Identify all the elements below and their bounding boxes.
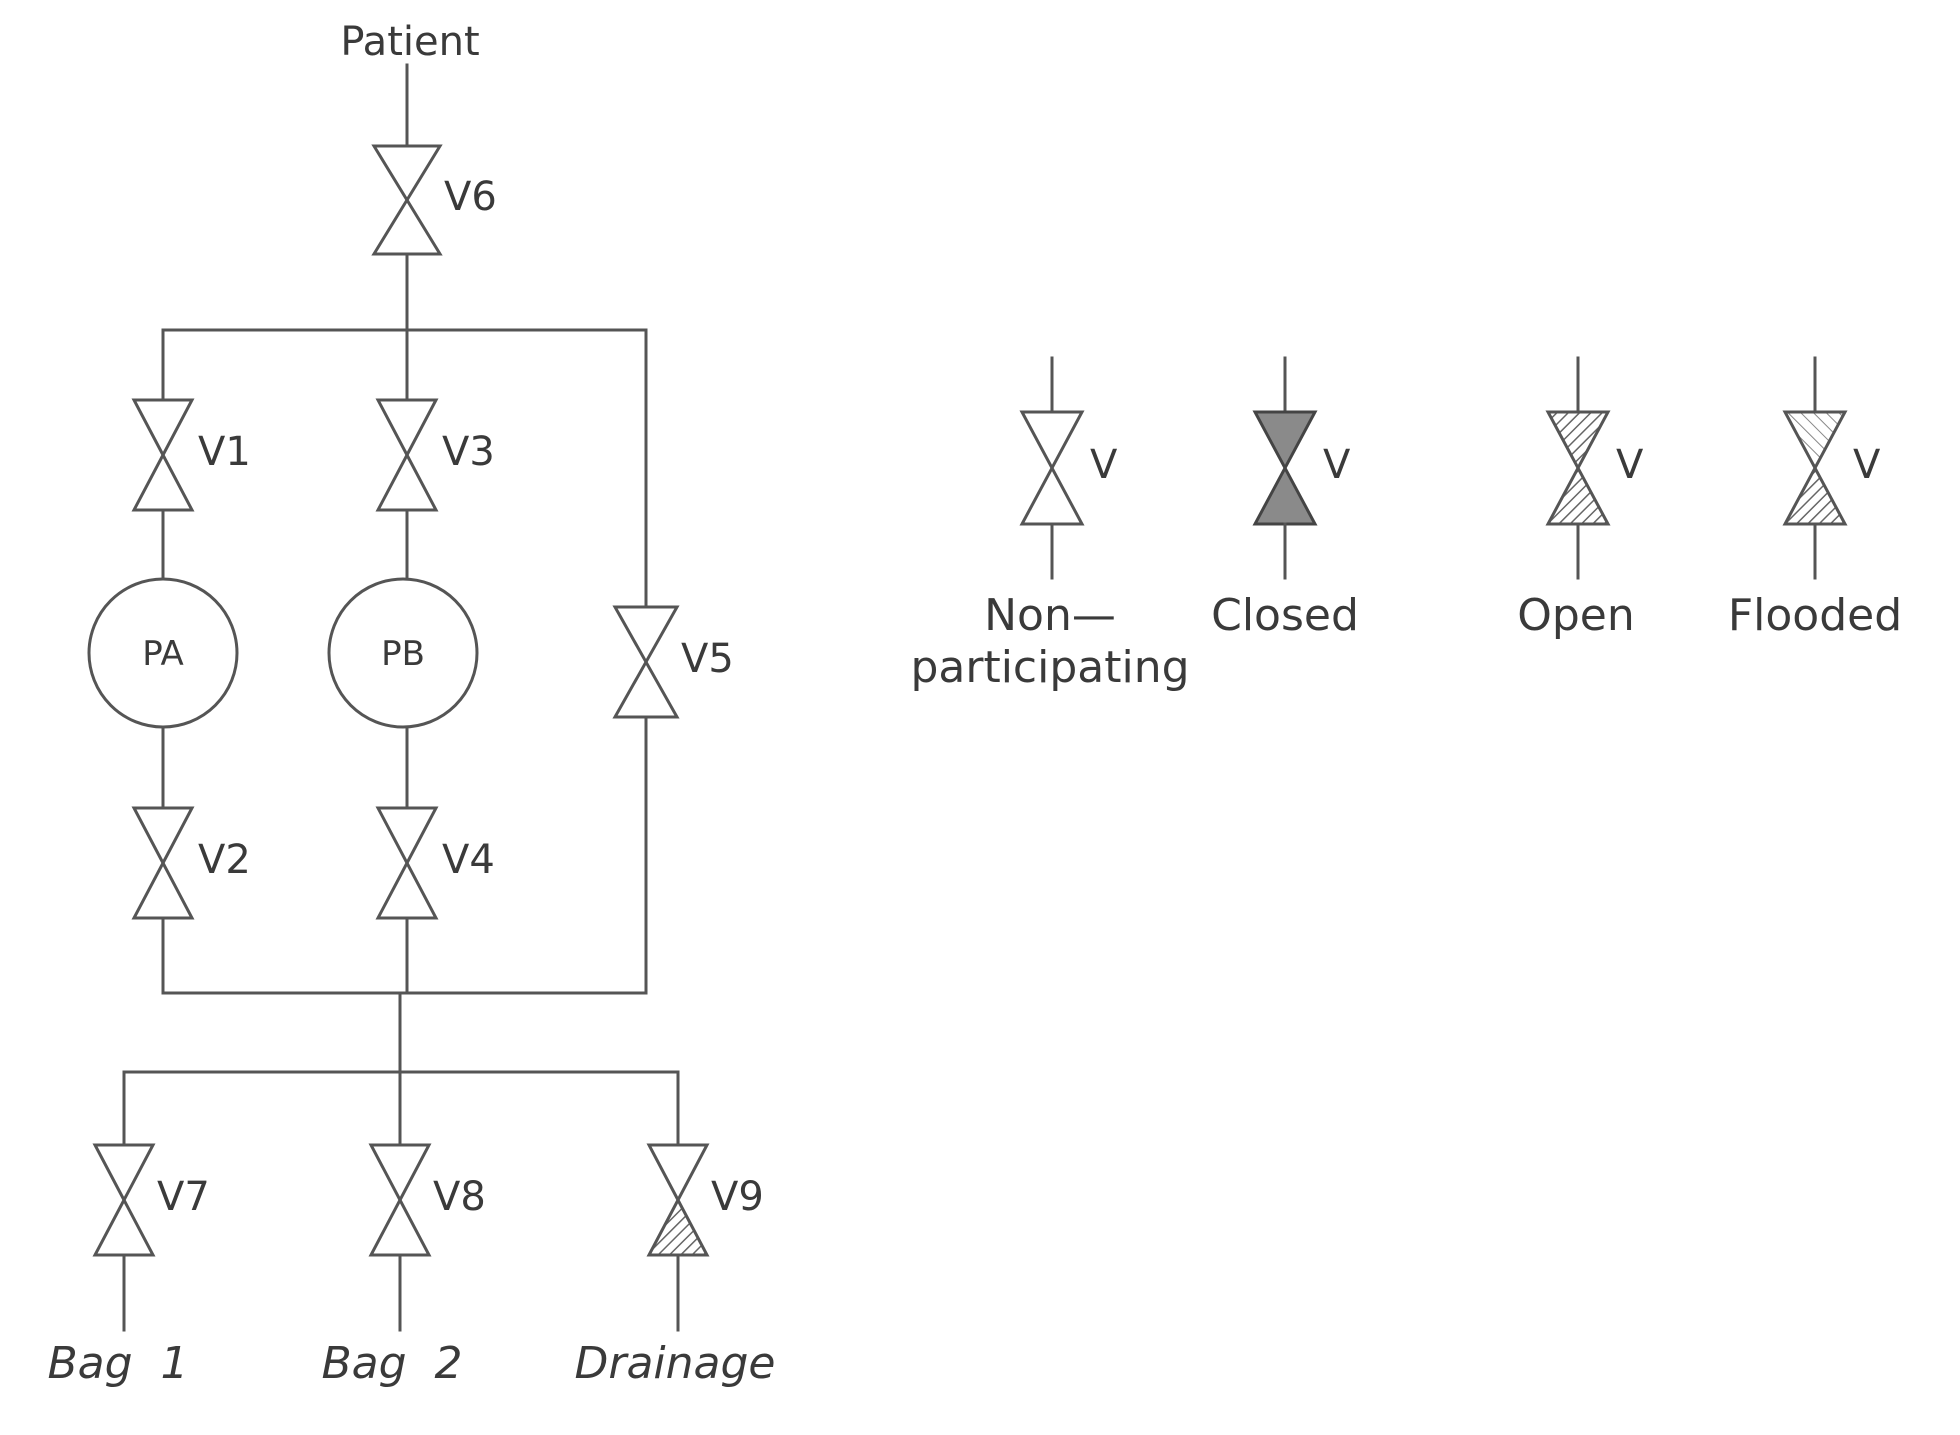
- valve-v9-label: V9: [711, 1174, 764, 1220]
- legend-non-participating-valve-label: V: [1090, 442, 1118, 488]
- legend-non-participating-label-1: Non—: [984, 590, 1116, 641]
- valve-v4-label: V4: [442, 837, 495, 883]
- valve-v5-label: V5: [681, 636, 734, 682]
- legend-flooded-label: Flooded: [1728, 590, 1902, 641]
- valve-v4: [378, 808, 436, 918]
- valve-v6-label: V6: [444, 174, 497, 220]
- valve-v8: [371, 1145, 429, 1255]
- valve-v7-label: V7: [157, 1174, 210, 1220]
- valve-v2: [134, 808, 192, 918]
- valve-v6: [374, 146, 440, 254]
- bag1-label: Bag 1: [47, 1338, 188, 1389]
- valve-v5: [615, 607, 677, 717]
- valve-v2-label: V2: [198, 837, 251, 883]
- valve-v7: [95, 1145, 153, 1255]
- legend-closed: V Closed: [1211, 358, 1359, 641]
- drainage-label: Drainage: [574, 1338, 775, 1389]
- valve-v9: [649, 1145, 707, 1255]
- legend-non-participating-label-2: participating: [910, 642, 1189, 693]
- legend-flooded-valve-label: V: [1853, 442, 1881, 488]
- legend-open: V Open: [1517, 358, 1644, 641]
- valve-v3-label: V3: [442, 429, 495, 475]
- legend-flooded: V Flooded: [1728, 358, 1902, 641]
- valve-v3: [378, 400, 436, 510]
- legend: V Non— participating V Closed V Open: [910, 358, 1902, 693]
- legend-open-label: Open: [1517, 590, 1635, 641]
- pump-pb: PB: [329, 579, 477, 727]
- pump-pa: PA: [89, 579, 237, 727]
- valve-v1-label: V1: [198, 429, 251, 475]
- pump-pb-label: PB: [381, 634, 425, 674]
- valve-v1: [134, 400, 192, 510]
- pump-pa-label: PA: [142, 634, 184, 674]
- patient-label: Patient: [340, 19, 479, 65]
- legend-non-participating: V Non— participating: [910, 358, 1189, 693]
- legend-closed-valve-label: V: [1323, 442, 1351, 488]
- bag2-label: Bag 2: [321, 1338, 462, 1389]
- valve-v8-label: V8: [433, 1174, 486, 1220]
- legend-open-valve-label: V: [1616, 442, 1644, 488]
- legend-closed-label: Closed: [1211, 590, 1359, 641]
